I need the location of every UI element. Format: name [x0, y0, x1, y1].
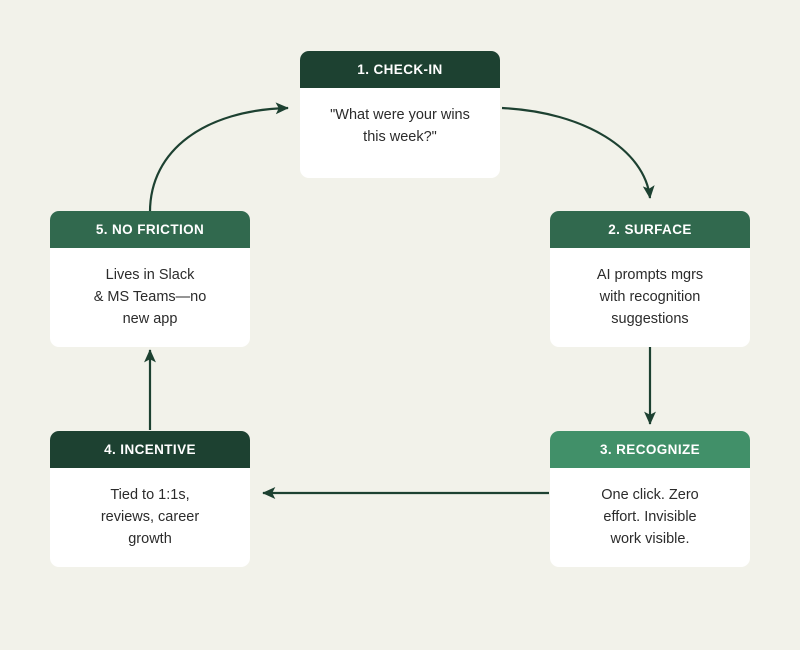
node-incentive[interactable]: 4. INCENTIVE Tied to 1:1s, reviews, care… — [50, 431, 250, 567]
node-check-in[interactable]: 1. CHECK-IN "What were your wins this we… — [300, 51, 500, 178]
node-recognize-body: One click. Zero effort. Invisible work v… — [601, 487, 699, 547]
node-no-friction[interactable]: 5. NO FRICTION Lives in Slack & MS Teams… — [50, 211, 250, 347]
node-surface-body: AI prompts mgrs with recognition suggest… — [596, 267, 704, 327]
connector-no-friction-to-check-in — [148, 102, 289, 213]
node-check-in-body: "What were your wins this week?" — [330, 107, 470, 145]
node-check-in-title: 1. CHECK-IN — [300, 51, 500, 88]
node-surface-title: 2. SURFACE — [550, 211, 750, 248]
node-recognize[interactable]: 3. RECOGNIZE One click. Zero effort. Inv… — [550, 431, 750, 567]
node-no-friction-body: Lives in Slack & MS Teams—no new app — [93, 267, 207, 327]
node-recognize-title: 3. RECOGNIZE — [550, 431, 750, 468]
node-no-friction-title: 5. NO FRICTION — [50, 211, 250, 248]
connector-check-in-to-surface — [501, 106, 655, 199]
node-incentive-title: 4. INCENTIVE — [50, 431, 250, 468]
node-surface[interactable]: 2. SURFACE AI prompts mgrs with recognit… — [550, 211, 750, 347]
node-incentive-body: Tied to 1:1s, reviews, career growth — [100, 487, 200, 547]
